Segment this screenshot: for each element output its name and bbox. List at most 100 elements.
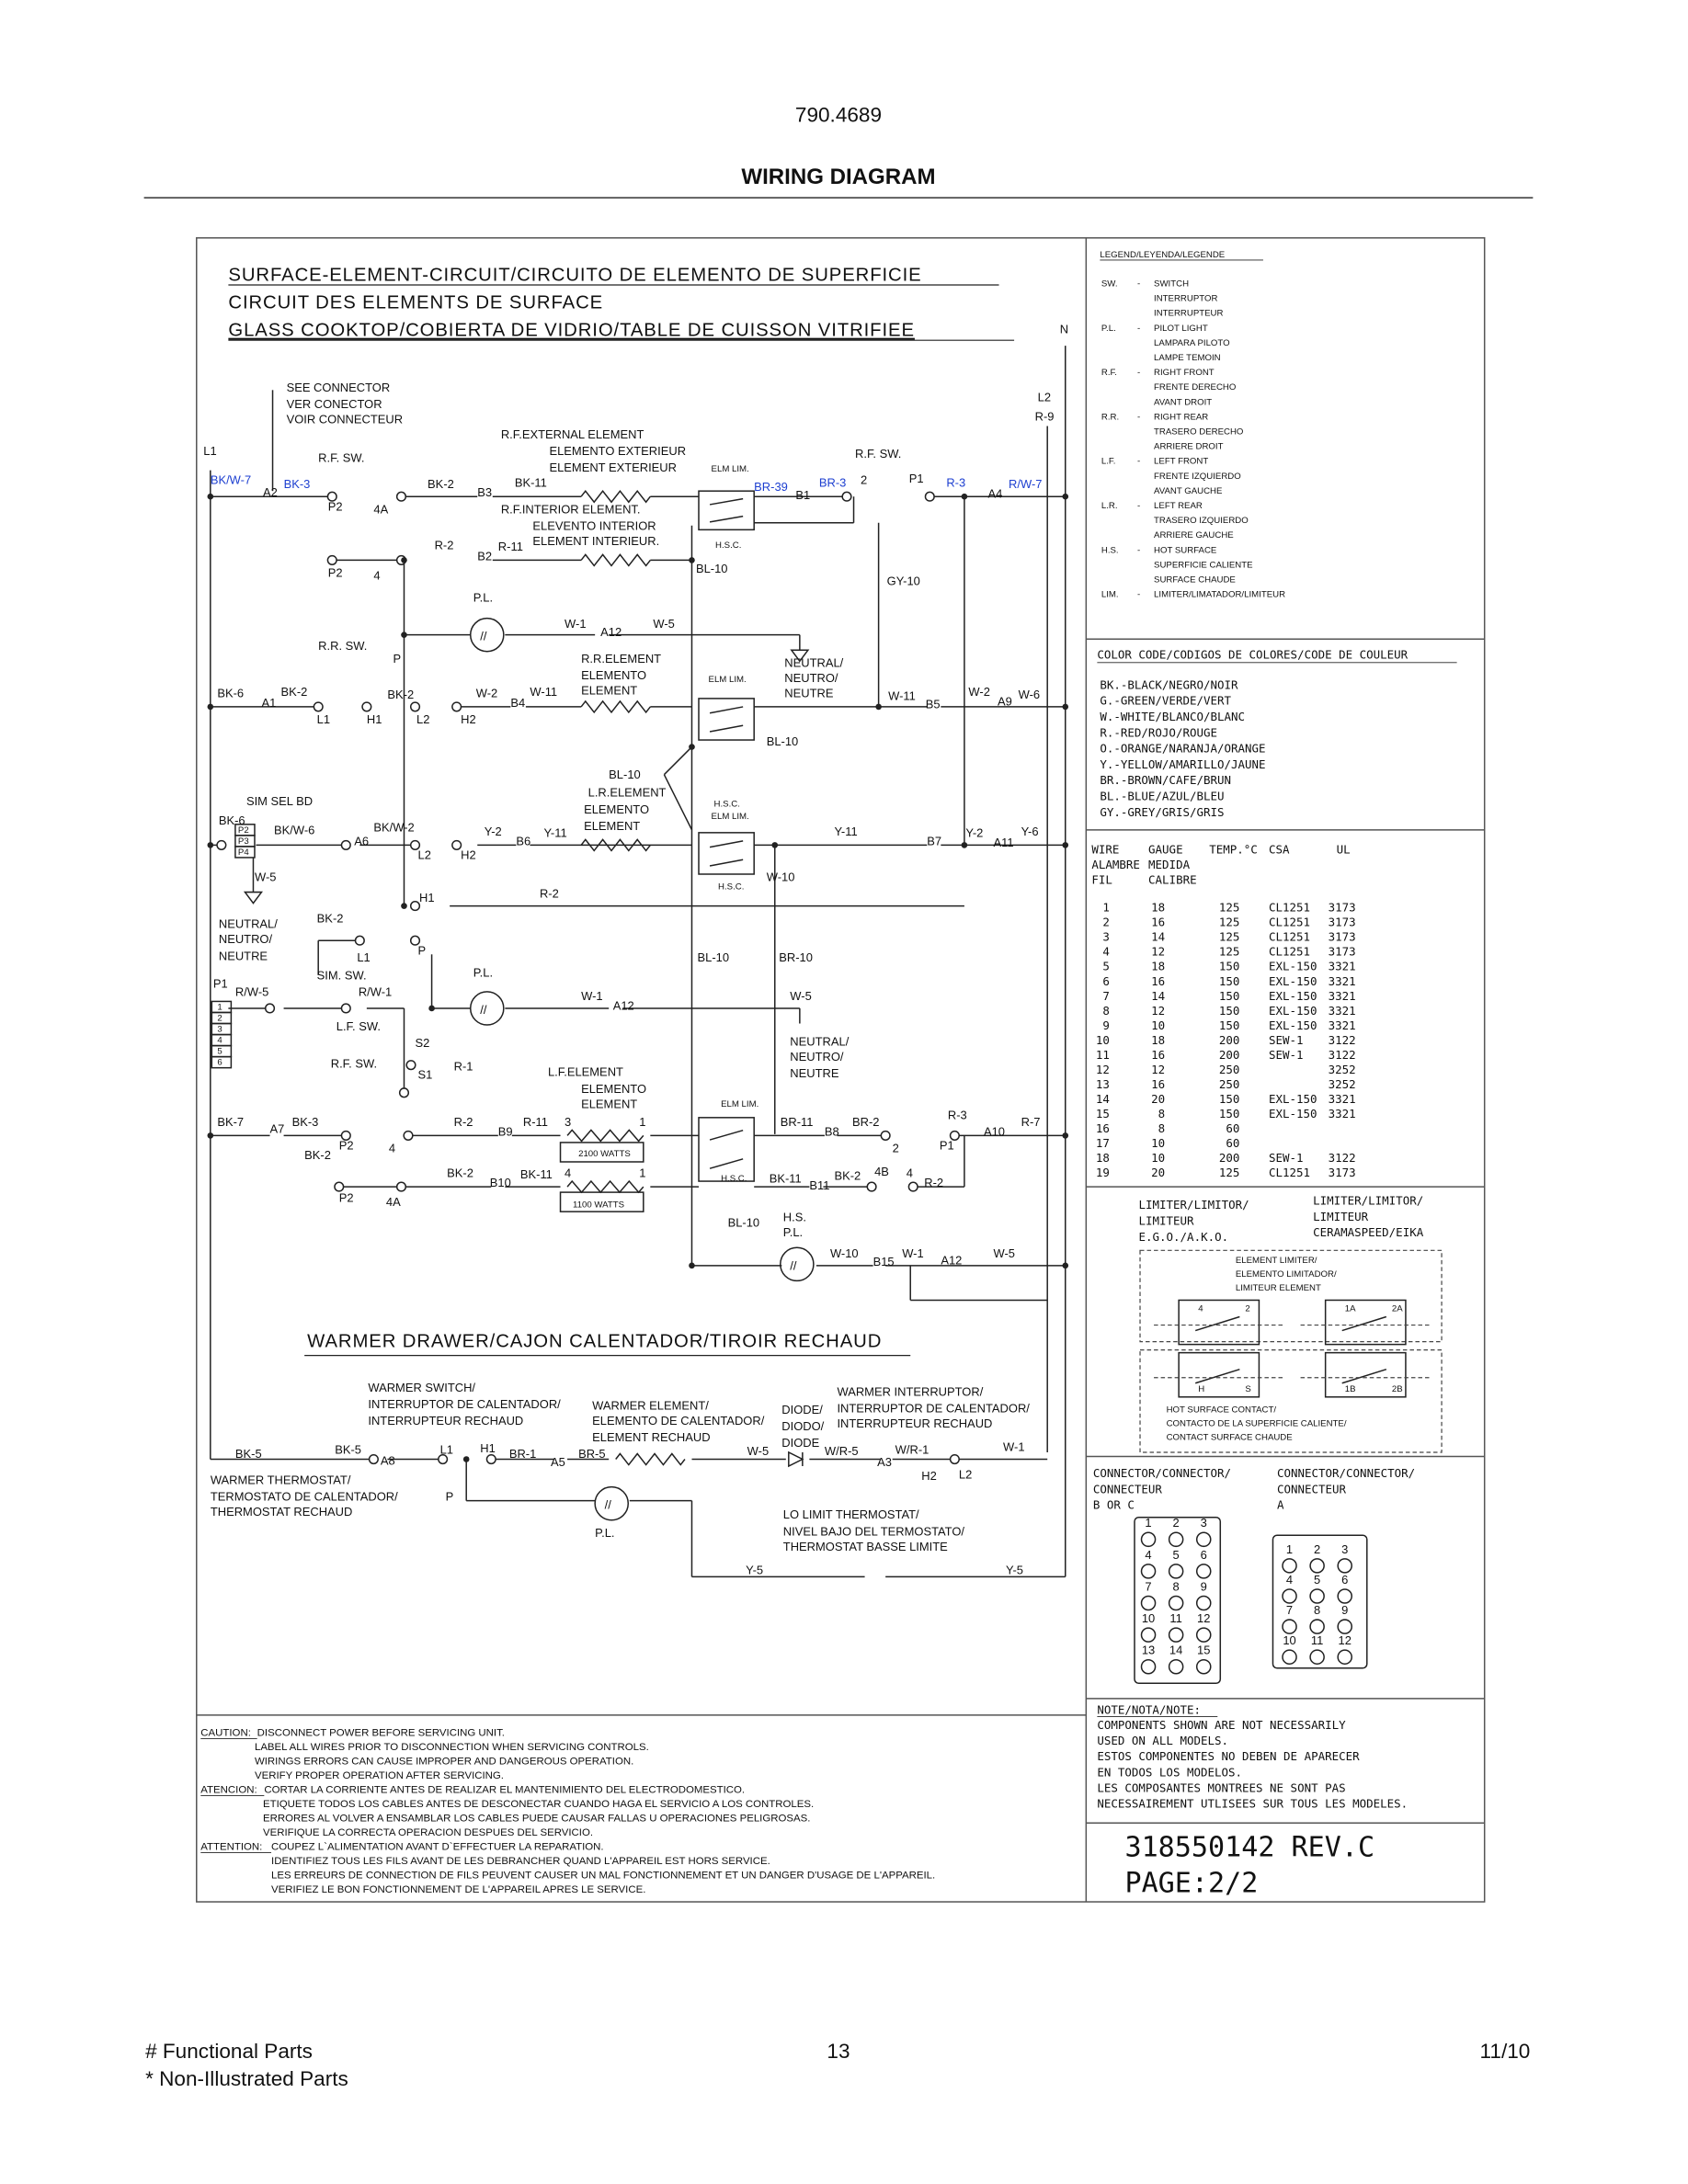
switch-terminal	[409, 901, 421, 912]
switch-terminal	[340, 1130, 351, 1141]
wire-label: BK/W-6	[274, 823, 314, 836]
sim-sel-pin-box	[234, 846, 256, 859]
junction-dot	[462, 1456, 470, 1462]
wire-table-cell: 8	[1158, 1107, 1166, 1120]
switch-terminal	[395, 491, 407, 502]
wire-label: W-2	[968, 685, 989, 699]
wire-label: B3	[477, 485, 492, 499]
wire-label: R.F. SW.	[855, 447, 901, 461]
pin-number: 3	[1201, 1516, 1207, 1530]
pin-socket	[1168, 1531, 1184, 1548]
limiter-heading: LIMITER/LIMITOR/	[1139, 1198, 1249, 1211]
pin-socket	[1282, 1588, 1297, 1604]
wire-label: H1	[419, 891, 435, 904]
switch-terminal	[313, 701, 324, 712]
wire-label: W-5	[994, 1246, 1015, 1260]
limiter-contact	[709, 1158, 744, 1169]
pin-number: 12	[1339, 1633, 1352, 1647]
legend-definition: TRASERO DERECHO	[1154, 427, 1244, 437]
wire-label: P3	[238, 836, 249, 847]
legend-abbr: SW.	[1101, 279, 1118, 289]
wire-label: NIVEL BAJO DEL TERMOSTATO/	[783, 1524, 965, 1538]
wire-table-cell: 18	[1151, 1033, 1165, 1047]
wire-table-cell: EXL-150	[1269, 974, 1317, 988]
wire-label: ELM LIM.	[712, 812, 749, 822]
title-line: GLASS COOKTOP/COBIERTA DE VIDRIO/TABLE D…	[228, 321, 915, 341]
wire-table-cell: EXL-150	[1269, 960, 1317, 973]
heating-element-icon	[580, 838, 651, 852]
wire-table-cell: 60	[1226, 1121, 1239, 1135]
pin-socket	[1337, 1619, 1352, 1634]
switch-terminal	[866, 1181, 877, 1192]
wire-label: GY-10	[887, 574, 920, 588]
wire-label: BR-3	[819, 476, 846, 490]
wire-table-cell: 150	[1219, 1004, 1240, 1018]
wire-label: P1	[909, 472, 924, 485]
wire-label: A12	[600, 625, 622, 639]
footer-date: 11/10	[1480, 2040, 1531, 2063]
switch-terminal	[395, 1181, 407, 1192]
wire-label: BL-10	[767, 734, 799, 748]
switch-terminal	[368, 1453, 379, 1465]
wire	[663, 746, 693, 776]
wire-label: P1	[213, 976, 228, 990]
wire-table-cell: 3321	[1329, 1107, 1356, 1120]
wire-table-cell: 125	[1219, 945, 1240, 959]
legend-definition: SWITCH	[1154, 279, 1189, 289]
legend-definition: RIGHT FRONT	[1154, 368, 1215, 378]
legend-definition: PILOT LIGHT	[1154, 324, 1208, 334]
diagram-frame	[196, 237, 1486, 1903]
junction-dot	[1062, 493, 1069, 500]
wire-label: P	[393, 652, 401, 665]
pin-socket	[1337, 1588, 1352, 1604]
wire-table-cell: 200	[1219, 1048, 1240, 1062]
legend-definition: FRENTE IZQUIERDO	[1154, 472, 1241, 482]
wire-table-cell: 5	[1102, 960, 1110, 973]
legend-abbr: R.R.	[1101, 412, 1119, 422]
color-code-title: COLOR CODE/CODIGOS DE COLORES/CODE DE CO…	[1097, 647, 1408, 661]
wire-table-cell: 16	[1151, 974, 1165, 988]
wire-label: N	[1060, 323, 1068, 336]
wire	[663, 774, 693, 831]
wire-label: VER CONECTOR	[287, 397, 382, 411]
wire-label: BK-2	[387, 688, 414, 701]
wire-table-cell: 150	[1219, 989, 1240, 1003]
caution-text: WIRINGS ERRORS CAN CAUSE IMPROPER AND DA…	[255, 1756, 633, 1767]
wire-table-cell: 150	[1219, 960, 1240, 973]
pin-socket	[1337, 1649, 1352, 1665]
limiter-heading: LIMITEUR	[1139, 1213, 1195, 1227]
wire-label: BK-2	[428, 477, 454, 491]
title-line: SURFACE-ELEMENT-CIRCUIT/CIRCUITO DE ELEM…	[228, 265, 921, 285]
legend-definition: LAMPARA PILOTO	[1154, 338, 1230, 348]
pilot-light-icon	[594, 1485, 630, 1521]
junction-dot	[1062, 703, 1069, 711]
wire-table-cell: 12	[1151, 945, 1165, 959]
wire-label: 4A	[373, 502, 388, 516]
wire-label: Y-5	[1006, 1563, 1023, 1576]
wire-label: WARMER SWITCH/	[368, 1381, 475, 1394]
wire-table-header: GAUGE	[1148, 842, 1183, 856]
caution-text: VERIFIQUE LA CORRECTA OPERACION DESPUES …	[263, 1827, 593, 1838]
wire-label: INTERRUPTOR DE CALENTADOR/	[368, 1397, 561, 1411]
caution-text: LES ERREURS DE CONNECTION DE FILS PEUVEN…	[271, 1870, 935, 1881]
wire-table-cell: EXL-150	[1269, 1107, 1317, 1120]
wire-label: ELEMENT	[584, 819, 640, 833]
wire-table-cell: 3173	[1329, 1166, 1356, 1179]
legend-definition: ARRIERE DROIT	[1154, 442, 1224, 452]
connector-heading: CONNECTEUR	[1277, 1482, 1347, 1496]
wire-table-cell: 8	[1102, 1004, 1110, 1018]
connector-heading: CONNECTEUR	[1093, 1482, 1163, 1496]
switch-terminal	[409, 839, 421, 850]
legend-definition: ARRIERE GAUCHE	[1154, 530, 1234, 540]
wire-label: 4	[373, 568, 380, 582]
heating-element-icon	[566, 1179, 644, 1194]
heating-element-icon	[580, 700, 651, 714]
note-title: NOTE/NOTA/NOTE:	[1097, 1702, 1201, 1716]
wire-label: ELEMENTO	[584, 802, 649, 816]
legend-dash: -	[1137, 368, 1140, 378]
footer-page-number: 13	[827, 2040, 850, 2063]
junction-dot	[689, 744, 695, 750]
wire-table-cell: 19	[1096, 1166, 1110, 1179]
pin-socket	[1168, 1564, 1184, 1579]
wire-label: BK-2	[834, 1169, 861, 1183]
